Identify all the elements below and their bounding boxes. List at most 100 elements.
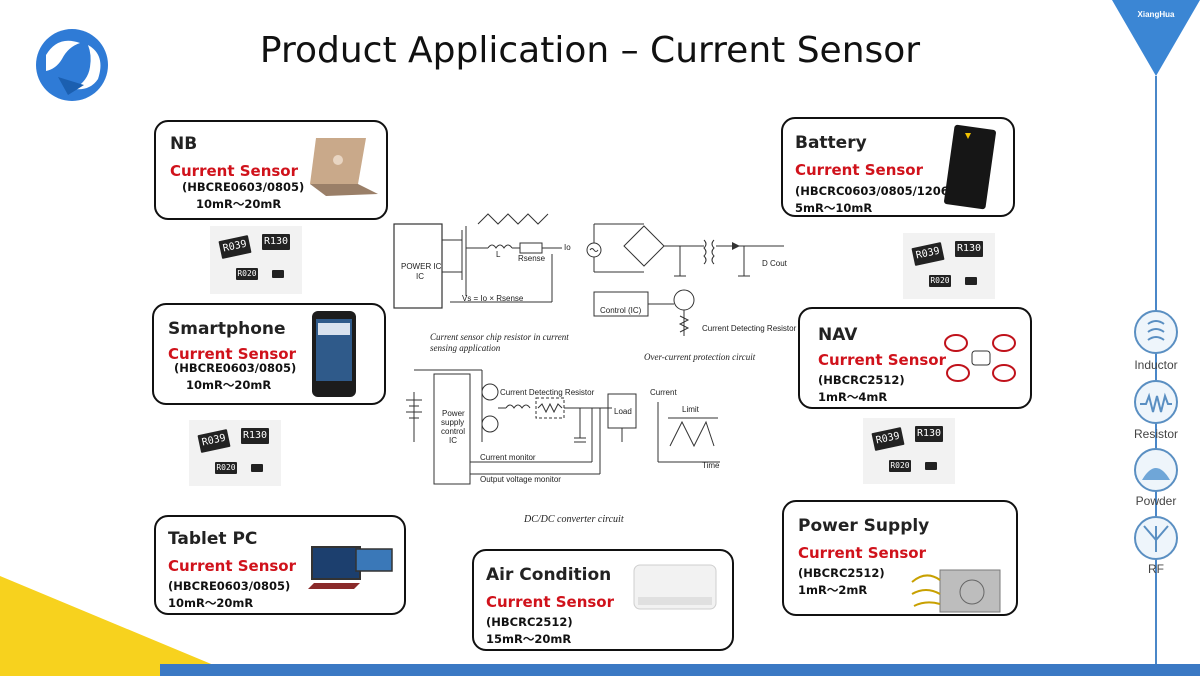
- circuit-label-psc: supply: [441, 418, 465, 427]
- chip-label: R130: [241, 428, 269, 444]
- drone-image: [944, 334, 1016, 382]
- circuit-label-cdr: Current Detecting Resistor: [702, 324, 797, 333]
- card-range: 1mR～4mR: [818, 390, 888, 404]
- smartphone-image: [312, 311, 356, 397]
- circuit-label-load: Load: [614, 407, 632, 416]
- circuit-caption: sensing application: [430, 343, 501, 353]
- card-sensor: Current Sensor: [170, 162, 299, 180]
- circuit-label-current-monitor: Current monitor: [480, 453, 536, 462]
- card-name: Power Supply: [798, 516, 930, 536]
- card-name: Tablet PC: [168, 529, 258, 549]
- brand-ribbon: [1112, 0, 1200, 76]
- card-part: (HBCRC2512): [818, 373, 905, 387]
- card-name: Air Condition: [486, 565, 612, 585]
- sidebar-label-powder: Powder: [1135, 494, 1177, 508]
- card-range: 1mR～2mR: [798, 583, 868, 597]
- resistor-chips-image: R039 R130 R020: [903, 233, 995, 299]
- circuit-label-control-ic: Control (IC): [600, 306, 642, 315]
- sidebar-label-resistor: Resistor: [1133, 427, 1178, 441]
- chip-label: R020: [215, 462, 237, 474]
- chip-label: R039: [871, 427, 905, 451]
- chip-small: [251, 464, 263, 472]
- circuit-caption: Over-current protection circuit: [644, 352, 756, 362]
- circuit-label-l: L: [496, 250, 501, 259]
- brand-name: XiangHua: [1137, 10, 1175, 19]
- card-name: NAV: [818, 325, 858, 345]
- chip-label: R130: [262, 234, 290, 250]
- battery-image: [944, 124, 996, 210]
- circuit-caption: DC/DC converter circuit: [524, 514, 624, 525]
- card-part: (HBCRE0603/0805): [174, 361, 297, 375]
- circuit-label-ic: IC: [416, 272, 424, 281]
- chip-label: R039: [911, 242, 945, 266]
- card-sensor: Current Sensor: [795, 161, 924, 179]
- circuit-caption: Current sensor chip resistor in current: [430, 332, 569, 342]
- card-name: Battery: [795, 133, 867, 153]
- resistor-chips-image: R039 R130 R020: [189, 420, 281, 486]
- circuit-label-voltage-monitor: Output voltage monitor: [480, 475, 561, 484]
- card-sensor: Current Sensor: [486, 593, 615, 611]
- card-part: (HBCRC2512): [798, 566, 885, 580]
- circuit-label-io: Io: [564, 243, 571, 252]
- card-part: (HBCRE0603/0805): [168, 579, 291, 593]
- circuit-label-dcout: D Cout: [762, 259, 787, 268]
- page-title: Product Application – Current Sensor: [259, 30, 921, 71]
- graph-label-time: Time: [702, 461, 720, 470]
- air-conditioner-image: [633, 564, 717, 610]
- chip-small: [272, 270, 284, 278]
- sidebar-label-inductor: Inductor: [1134, 358, 1178, 372]
- card-part: (HBCRC2512): [486, 615, 573, 629]
- circuit-label-psc: Power: [442, 409, 465, 418]
- sidebar-label-rf: RF: [1148, 562, 1164, 576]
- chip-label: R020: [929, 275, 951, 287]
- card-nav: NAV Current Sensor (HBCRC2512) 1mR～4mR: [798, 307, 1032, 409]
- card-sensor: Current Sensor: [168, 345, 297, 363]
- card-battery: Battery Current Sensor (HBCRC0603/0805/1…: [781, 117, 1015, 217]
- circuit-label-rsense: Rsense: [518, 254, 546, 263]
- resistor-chips-image: R039 R130 R020: [863, 418, 955, 484]
- dcdc-converter-circuit: [406, 369, 720, 485]
- chip-label: R039: [197, 429, 231, 453]
- circuit-label-psc: IC: [449, 436, 457, 445]
- chip-label: R039: [218, 235, 252, 259]
- chip-label: R130: [915, 426, 943, 442]
- card-part: (HBCRC0603/0805/1206): [795, 184, 955, 198]
- resistor-icon[interactable]: [1134, 380, 1178, 424]
- card-aircon: Air Condition Current Sensor (HBCRC2512)…: [472, 549, 734, 651]
- card-tablet: Tablet PC Current Sensor (HBCRE0603/0805…: [154, 515, 406, 615]
- powder-icon[interactable]: [1134, 448, 1178, 492]
- laptop-image: [310, 138, 378, 196]
- rf-icon[interactable]: [1134, 516, 1178, 560]
- corner-decoration: [0, 576, 240, 676]
- chip-small: [925, 462, 937, 470]
- card-name: Smartphone: [168, 319, 286, 339]
- card-range: 15mR～20mR: [486, 632, 572, 646]
- tablet-image: [308, 546, 393, 589]
- circuit-label-psc: control: [441, 427, 466, 436]
- card-range: 10mR～20mR: [196, 197, 282, 211]
- card-part: (HBCRE0603/0805): [182, 180, 305, 194]
- graph-label-limit: Limit: [682, 405, 699, 414]
- circuit-label-cdr: Current Detecting Resistor: [500, 388, 595, 397]
- graph-label-current: Current: [650, 388, 677, 397]
- card-sensor: Current Sensor: [168, 557, 297, 575]
- card-range: 5mR～10mR: [795, 201, 873, 215]
- power-supply-image: [911, 569, 1001, 613]
- company-logo: [36, 29, 108, 101]
- card-range: 10mR～20mR: [168, 596, 254, 610]
- card-power-supply: Power Supply Current Sensor (HBCRC2512) …: [782, 500, 1018, 616]
- chip-label: R020: [889, 460, 911, 472]
- inductor-icon[interactable]: [1134, 310, 1178, 354]
- card-sensor: Current Sensor: [818, 351, 947, 369]
- circuit-formula: Vs = Io × Rsense: [462, 294, 524, 303]
- current-sensing-circuit: [393, 213, 562, 309]
- footer-bar: [160, 664, 1200, 676]
- chip-label: R020: [236, 268, 258, 280]
- sidebar-line: [1155, 76, 1157, 664]
- chip-label: R130: [955, 241, 983, 257]
- circuit-label-power-ic: POWER IC: [401, 262, 442, 271]
- card-name: NB: [170, 134, 198, 154]
- card-range: 10mR～20mR: [186, 378, 272, 392]
- card-sensor: Current Sensor: [798, 544, 927, 562]
- card-smartphone: Smartphone Current Sensor (HBCRE0603/080…: [152, 303, 386, 405]
